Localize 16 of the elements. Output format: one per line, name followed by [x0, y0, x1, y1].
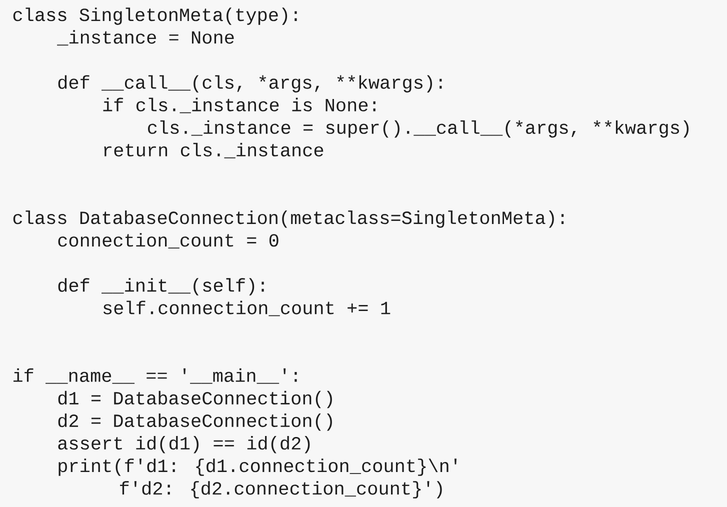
code-line: return cls._instance [104, 142, 324, 158]
code-line: print(f'd1: {d1.connection_count}\n' [58, 458, 456, 476]
code-line: def __init__(self): [58, 278, 264, 296]
code-line: class SingletonMeta(type): [13, 8, 297, 25]
code-line: d1 = DatabaseConnection() [58, 390, 332, 408]
code-line: f'd2: {d2.connection_count}') [120, 481, 442, 498]
code-line: connection_count = 0 [58, 233, 278, 248]
code-line: if __name__ == '__main__': [14, 368, 297, 384]
code-line: _instance = None [57, 30, 234, 46]
code-line: class DatabaseConnection(metaclass=SingletonMeta): [13, 210, 564, 228]
code-line: self.connection_count += 1 [103, 300, 390, 316]
code-line: if cls._instance is None: [103, 98, 376, 114]
code-line: cls._instance = super().__call__(*args, **kwargs) [148, 120, 689, 138]
code-line: def __call__(cls, *args, **kwargs): [58, 75, 442, 92]
code-line: d2 = DatabaseConnection() [58, 413, 332, 431]
code-line: assert id(d1) == id(d2) [58, 436, 310, 454]
